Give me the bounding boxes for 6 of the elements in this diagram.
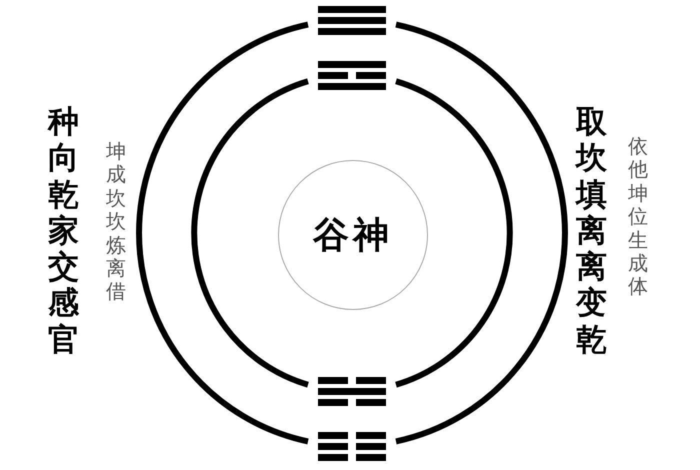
- center-circle: [278, 160, 428, 310]
- center-title: 谷神: [313, 214, 393, 258]
- annotation-line: 坤成坎坎炼离借: [106, 140, 126, 304]
- annotation-line: 依他坤位生成体: [628, 135, 648, 299]
- verse-line: 种向乾家交感官: [48, 104, 79, 358]
- verse-line: 取坎填离离变乾: [576, 104, 607, 358]
